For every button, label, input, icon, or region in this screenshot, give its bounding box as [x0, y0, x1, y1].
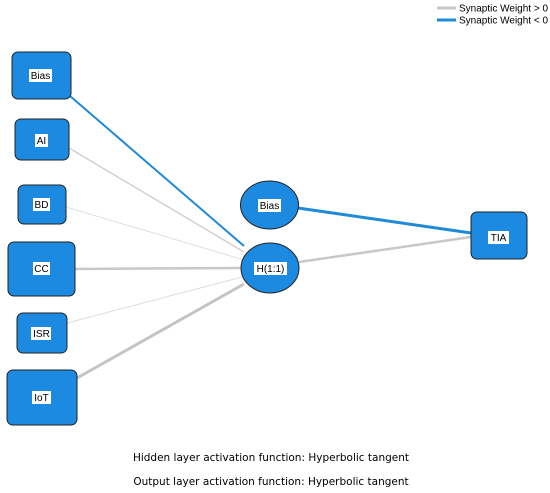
hidden-node-bias-label: Bias [260, 201, 279, 212]
connection-hidden-bias-to-output [297, 206, 472, 235]
input-node-bd: BD [17, 184, 67, 225]
output-node-tia: TIA [470, 211, 528, 260]
connections [65, 95, 472, 380]
input-node-ai-label: AI [37, 136, 46, 147]
input-node-iot-label: IoT [34, 393, 48, 404]
input-node-bias: Bias [11, 51, 72, 100]
legend-negative-label: Synaptic Weight < 0 [459, 16, 548, 27]
connection-iot-to-hidden [76, 282, 245, 380]
input-node-cc: CC [7, 241, 76, 297]
connection-ai-to-hidden [68, 147, 245, 253]
input-node-isr-label: ISR [33, 329, 50, 340]
input-node-isr: ISR [16, 312, 68, 354]
legend: Synaptic Weight > 0 Synaptic Weight < 0 [437, 4, 548, 27]
connection-cc-to-hidden [74, 266, 242, 271]
input-node-cc-label: CC [34, 264, 48, 275]
connection-bd-to-hidden [65, 206, 245, 261]
connection-isr-to-hidden [66, 276, 243, 324]
hidden-node-h: H(1:1) [240, 242, 300, 294]
input-node-iot: IoT [6, 369, 78, 426]
output-node-tia-label: TIA [491, 233, 507, 244]
hidden-node-h-label: H(1:1) [257, 264, 285, 275]
legend-positive-label: Synaptic Weight > 0 [459, 4, 548, 15]
hidden-activation-note: Hidden layer activation function: Hyperb… [133, 452, 409, 464]
input-node-ai: AI [14, 118, 70, 161]
hidden-node-bias: Bias [240, 180, 299, 230]
input-node-bias-label: Bias [31, 71, 50, 82]
input-node-bd-label: BD [35, 200, 49, 211]
connection-bias-to-hidden [69, 95, 245, 247]
output-activation-note: Output layer activation function: Hyperb… [133, 476, 408, 488]
connection-hidden-to-output [298, 235, 472, 264]
